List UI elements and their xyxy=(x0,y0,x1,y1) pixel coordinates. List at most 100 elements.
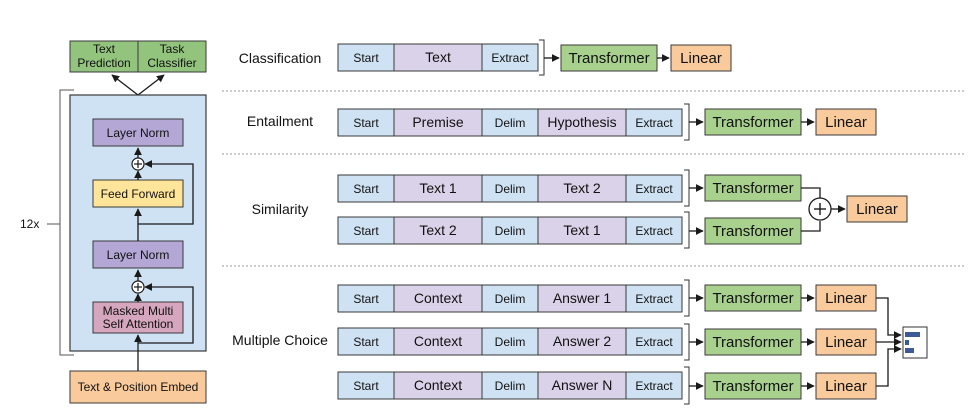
token-start xyxy=(337,174,395,203)
transformer-block xyxy=(704,372,802,400)
add-node-bottom xyxy=(131,280,145,294)
softmax-bar-3 xyxy=(905,348,914,353)
prediction-label-line1: Text xyxy=(93,42,116,56)
token-context xyxy=(393,371,483,400)
masked-attention-label-line1: Masked Multi xyxy=(103,304,174,318)
transformer-label: Transformer xyxy=(712,180,793,197)
token-extract xyxy=(625,174,683,203)
linear-label: Linear xyxy=(825,334,867,351)
token-extract xyxy=(625,216,683,245)
embedding-block xyxy=(69,370,207,404)
residual-connection-bottom xyxy=(138,283,194,344)
sequence-bracket xyxy=(684,366,690,405)
token-delim-label: Delim xyxy=(495,116,526,130)
linear-to-softmax-arrow xyxy=(876,297,902,339)
layer-norm-bottom xyxy=(92,240,184,269)
linear-block xyxy=(815,284,877,312)
sum-node xyxy=(808,197,832,221)
token-text-2-label: Text 2 xyxy=(563,180,601,196)
task-multiple-choice: Multiple Choice Start Context Delim Answ… xyxy=(232,279,928,405)
task-label: Multiple Choice xyxy=(232,332,328,348)
token-start xyxy=(337,284,395,313)
token-delim-label: Delim xyxy=(495,379,526,393)
token-context-label: Context xyxy=(414,290,462,306)
sequence-row-3: Start Context Delim Answer N Extract Tra… xyxy=(337,345,902,405)
stack-to-prediction-arrow xyxy=(111,74,139,96)
token-text-1-label: Text 1 xyxy=(419,180,457,196)
token-text-2 xyxy=(537,174,627,203)
masked-attention-block xyxy=(92,301,184,334)
token-extract-label: Extract xyxy=(635,335,673,349)
token-start-label: Start xyxy=(353,182,379,196)
token-extract xyxy=(625,284,683,313)
token-answer-n xyxy=(537,371,627,400)
add-node-top xyxy=(131,157,145,171)
token-delim xyxy=(481,327,539,356)
transformer-label: Transformer xyxy=(712,378,793,395)
token-extract-label: Extract xyxy=(635,182,673,196)
row1-to-sum-line xyxy=(801,187,821,198)
linear-label: Linear xyxy=(856,201,898,218)
layer-norm-top xyxy=(92,118,184,147)
token-delim xyxy=(481,174,539,203)
repeat-label: 12x xyxy=(20,217,39,231)
token-delim xyxy=(481,216,539,245)
prediction-label-line2: Prediction xyxy=(77,56,130,70)
sequence-row-1: Start Text 1 Delim Text 2 Extract Transf… xyxy=(337,169,802,207)
token-answer-1-label: Answer 1 xyxy=(553,290,612,306)
token-text-1-label: Text 1 xyxy=(563,222,601,238)
token-extract-label: Extract xyxy=(635,292,673,306)
token-start-label: Start xyxy=(353,116,379,130)
task-label: Classification xyxy=(239,50,321,66)
transformer-block xyxy=(704,174,802,202)
token-delim-label: Delim xyxy=(495,182,526,196)
stack-to-classifier-arrow xyxy=(137,74,165,96)
layer-norm-bottom-label: Layer Norm xyxy=(107,248,170,262)
linear-block xyxy=(815,328,877,356)
token-answer-1 xyxy=(537,284,627,313)
linear-block xyxy=(846,195,908,223)
repeat-bracket xyxy=(59,89,74,356)
linear-label: Linear xyxy=(825,290,867,307)
token-premise-label: Premise xyxy=(412,114,464,130)
transformer-label: Transformer xyxy=(712,114,793,131)
token-start-label: Start xyxy=(353,379,379,393)
token-extract xyxy=(625,327,683,356)
token-start xyxy=(337,108,395,137)
token-text-2-label: Text 2 xyxy=(419,222,457,238)
linear-label: Linear xyxy=(680,50,722,67)
transformer-block xyxy=(704,217,802,245)
sequence-bracket xyxy=(684,169,690,207)
task-similarity: Similarity Start Text 1 Delim Text 2 Ext… xyxy=(252,169,908,249)
token-delim-label: Delim xyxy=(495,224,526,238)
token-start-label: Start xyxy=(353,335,379,349)
token-extract-label: Extract xyxy=(491,51,529,65)
token-extract-label: Extract xyxy=(635,116,673,130)
row2-to-sum-line xyxy=(801,221,821,232)
sequence-row-1: Start Context Delim Answer 1 Extract Tra… xyxy=(337,279,902,339)
token-context-label: Context xyxy=(414,333,462,349)
masked-attention-label-line2: Self Attention xyxy=(103,317,174,331)
token-text-2 xyxy=(393,216,483,245)
softmax-bar-1 xyxy=(905,332,920,337)
token-extract xyxy=(625,108,683,137)
sequence-bracket xyxy=(684,279,690,317)
transformer-block xyxy=(704,328,802,356)
token-start xyxy=(337,216,395,245)
token-text-1 xyxy=(393,174,483,203)
token-start xyxy=(337,371,395,400)
token-delim-label: Delim xyxy=(495,335,526,349)
sequence-row-2: Start Context Delim Answer 2 Extract Tra… xyxy=(337,323,902,361)
token-hypothesis-label: Hypothesis xyxy=(547,114,616,130)
task-label: Entailment xyxy=(247,113,313,129)
transformer-block xyxy=(704,284,802,312)
task-label: Similarity xyxy=(252,201,309,217)
classifier-box xyxy=(137,40,207,73)
sequence-bracket xyxy=(684,211,690,249)
token-text-label: Text xyxy=(425,49,451,65)
softmax-bar-2 xyxy=(905,340,909,345)
token-answer-n-label: Answer N xyxy=(552,377,613,393)
softmax-output-icon xyxy=(902,326,928,359)
token-context-label: Context xyxy=(414,377,462,393)
feed-forward-label: Feed Forward xyxy=(101,187,176,201)
